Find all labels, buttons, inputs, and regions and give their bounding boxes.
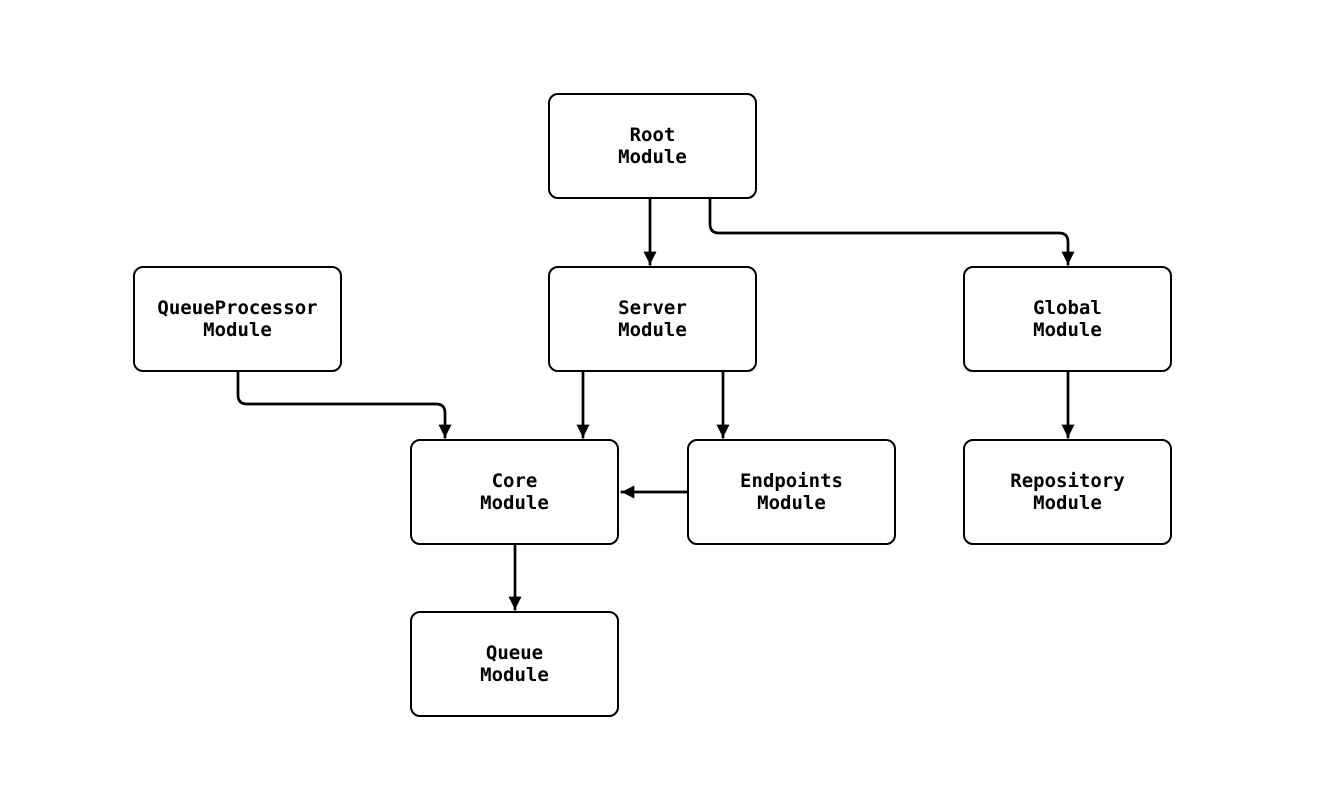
edges-group — [236, 197, 1075, 611]
node-label: Root Module — [618, 124, 687, 168]
edge-queueprocessor-to-core — [236, 369, 452, 439]
node-root-module: Root Module — [548, 93, 757, 199]
node-label: Queue Module — [480, 642, 549, 686]
edge-root-to-global — [708, 197, 1075, 266]
node-endpoints-module: Endpoints Module — [687, 439, 896, 545]
node-label: Global Module — [1033, 297, 1102, 341]
node-label: Server Module — [618, 297, 687, 341]
node-label: Endpoints Module — [740, 470, 843, 514]
node-queueprocessor-module: QueueProcessor Module — [133, 266, 342, 372]
node-server-module: Server Module — [548, 266, 757, 372]
node-queue-module: Queue Module — [410, 611, 619, 717]
node-repository-module: Repository Module — [963, 439, 1172, 545]
node-label: Repository Module — [1010, 470, 1125, 514]
node-core-module: Core Module — [410, 439, 619, 545]
node-label: Core Module — [480, 470, 549, 514]
node-global-module: Global Module — [963, 266, 1172, 372]
node-label: QueueProcessor Module — [157, 297, 318, 341]
